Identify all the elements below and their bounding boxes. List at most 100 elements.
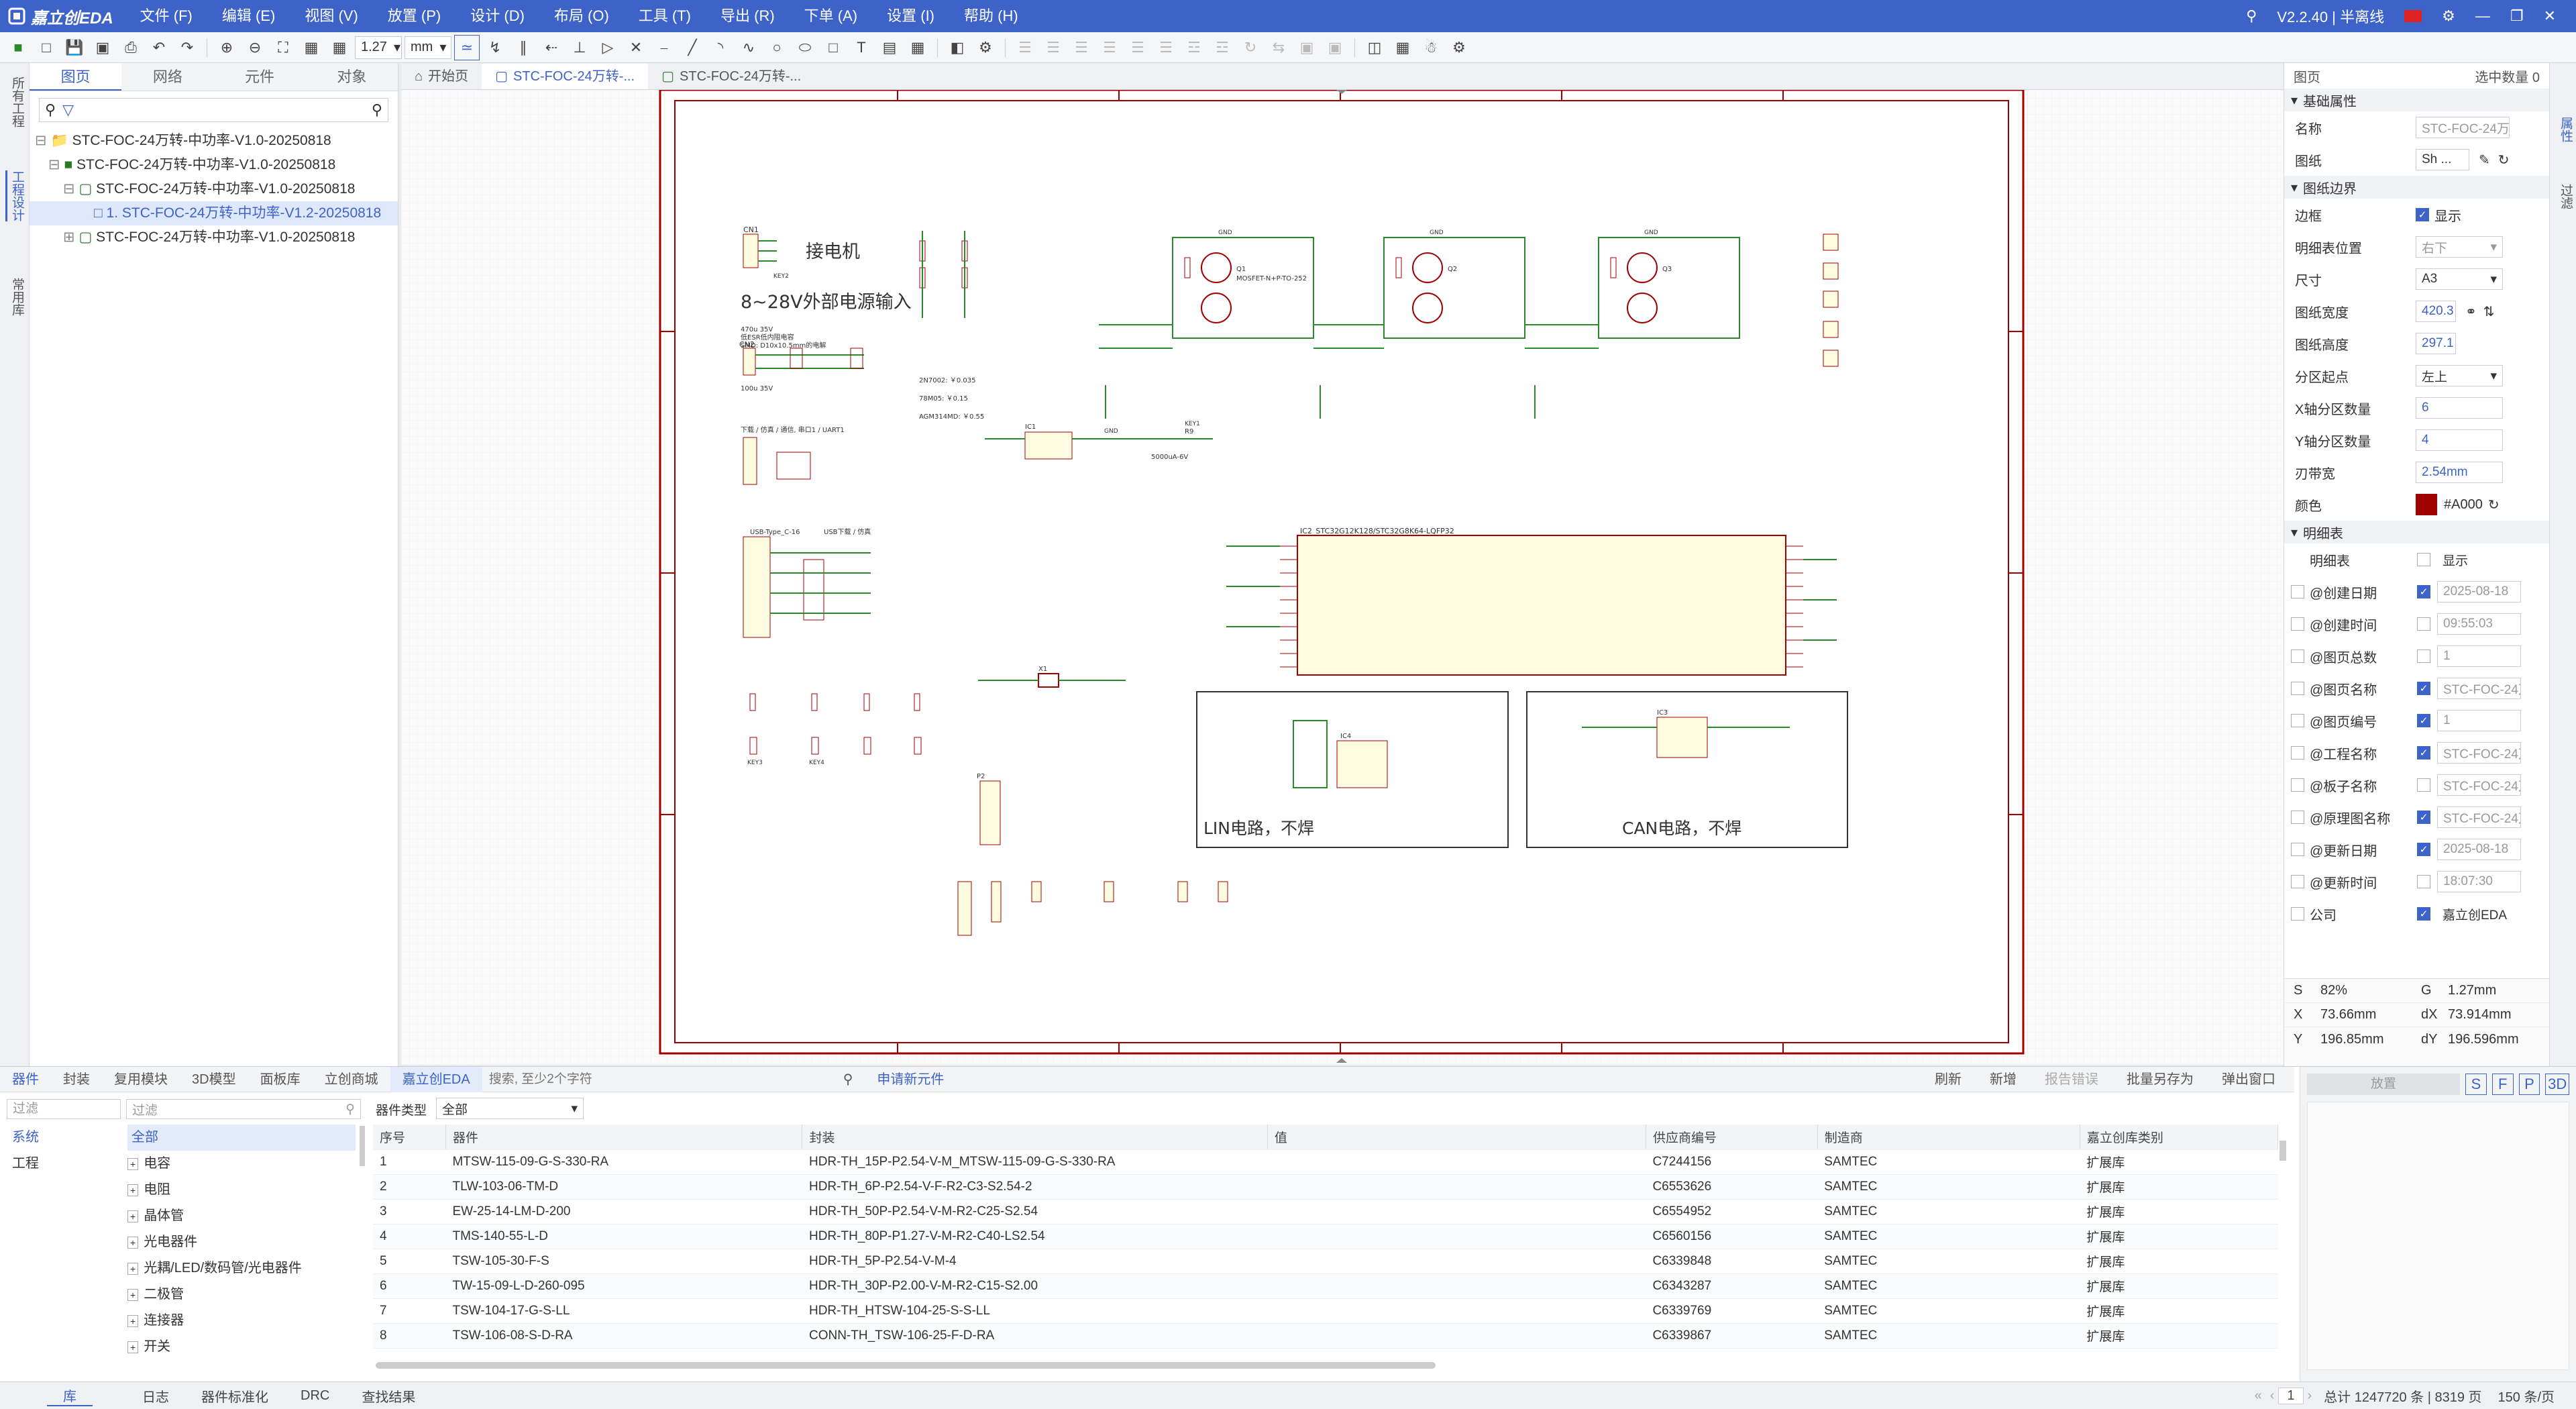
save-all-icon[interactable]: ▣ [95,38,110,56]
row-value[interactable]: STC-FOC-24万 [2437,806,2521,828]
cat-all[interactable]: 全部 [127,1125,356,1151]
expand-icon[interactable]: + [127,1263,139,1275]
row-value[interactable]: 18:07:30 [2437,871,2521,892]
menu-item-2[interactable]: 视图 (V) [305,7,358,24]
bom-icon[interactable]: ◧ [950,38,965,56]
status-tab-standardize[interactable]: 器件标准化 [201,1390,268,1405]
circle-icon[interactable]: ○ [772,38,782,56]
row-toggle-checkbox[interactable] [2291,875,2304,888]
tree-item-selected[interactable]: □ 1. STC-FOC-24万转-中功率-V1.2-20250818 [30,201,398,225]
border-checkbox[interactable]: ✓ [2416,208,2429,221]
expand-icon[interactable]: + [127,1210,139,1222]
menu-item-5[interactable]: 布局 (O) [553,7,609,24]
row-value[interactable]: STC-FOC-24万 [2437,678,2521,699]
category-scrollbar[interactable] [360,1126,365,1166]
zoom-area-icon[interactable]: ▦ [304,38,319,56]
pencil-icon[interactable]: ✎ [2479,152,2490,168]
search-icon[interactable]: ⚲ [843,1072,853,1087]
prop-name-input[interactable]: STC-FOC-24万 [2416,117,2510,138]
tab-schematic-2[interactable]: ▢STC-FOC-24万转-... [648,64,814,89]
table-pos-select[interactable]: 右下▾ [2416,236,2503,258]
section-table[interactable]: ▾明细表 [2284,521,2549,543]
column-header[interactable]: 制造商 [1817,1125,2080,1150]
place-button[interactable]: 放置 [2307,1074,2461,1095]
category-item[interactable]: +连接器 [127,1308,184,1335]
align-top-icon[interactable]: ☰ [1103,38,1116,56]
search-go-icon[interactable]: ⚲ [371,101,382,118]
expand-icon[interactable]: + [127,1158,139,1170]
batch-save-button[interactable]: 批量另存为 [2127,1072,2194,1087]
row-toggle-checkbox[interactable] [2291,907,2304,921]
apply-new-link[interactable]: 申请新元件 [877,1072,945,1087]
vtab-project-design[interactable]: 工程设计 [5,170,24,221]
vtab-all-projects[interactable]: 所有工程 [10,76,24,127]
rotate-icon[interactable]: ↻ [1244,38,1257,56]
category-item[interactable]: +晶体管 [127,1203,184,1230]
add-button[interactable]: 新增 [1990,1072,2017,1087]
preview-3d-button[interactable]: 3D [2545,1074,2570,1095]
arc-icon[interactable]: ◝ [717,38,724,56]
yzones-input[interactable]: 4 [2416,429,2503,451]
category-item[interactable]: +电容 [127,1151,170,1178]
distribute-v-icon[interactable]: ☲ [1216,38,1229,56]
table-icon[interactable]: ▦ [910,38,925,56]
row-value[interactable]: STC-FOC-24万 [2437,774,2521,796]
subcategory-filter[interactable]: 过滤⚲ [126,1099,361,1119]
menu-item-9[interactable]: 设置 (I) [887,7,935,24]
no-connect-icon[interactable]: ✕ [629,38,643,56]
prop-sheet-select[interactable]: Sh ... [2416,149,2469,170]
device-type-select[interactable]: 全部▾ [436,1098,584,1119]
cat-project[interactable]: 工程 [12,1156,39,1171]
row-toggle-checkbox[interactable] [2291,843,2304,856]
category-item[interactable]: +电阻 [127,1177,170,1204]
tab-panel-lib[interactable]: 面板库 [260,1072,301,1087]
status-tab-log[interactable]: 日志 [142,1390,169,1405]
align-center-icon[interactable]: ☰ [1046,38,1060,56]
row-visible-checkbox[interactable]: ✓ [2417,714,2430,727]
menu-item-3[interactable]: 放置 (P) [387,7,441,24]
table-hscrollbar[interactable] [376,1362,1436,1369]
tab-devices[interactable]: 器件 [12,1072,39,1087]
link-icon[interactable]: ⚭ [2465,304,2477,319]
row-value[interactable]: 2025-08-18 [2437,839,2521,860]
row-value[interactable]: 2025-08-18 [2437,581,2521,603]
gear-icon[interactable]: ⚙ [2442,7,2455,24]
column-header[interactable]: 序号 [373,1125,446,1150]
line-icon[interactable]: ╱ [688,38,697,56]
align-left-icon[interactable]: ☰ [1018,38,1032,56]
flag-icon[interactable] [2404,10,2422,22]
menu-item-1[interactable]: 编辑 (E) [221,7,276,24]
column-header[interactable]: 封装 [802,1125,1268,1150]
page-icon[interactable]: □ [42,38,51,56]
refresh-icon[interactable]: ↻ [2498,152,2510,168]
expand-icon[interactable]: + [127,1315,139,1327]
row-visible-checkbox[interactable]: ✓ [2417,682,2430,695]
row-toggle-checkbox[interactable] [2291,682,2304,695]
category-filter-input[interactable]: 过滤 [7,1099,121,1119]
menu-item-0[interactable]: 文件 (F) [140,7,193,24]
tree-item[interactable]: ⊟ 📁 STC-FOC-24万转-中功率-V1.0-20250818 [35,133,331,148]
row-toggle-checkbox[interactable] [2291,649,2304,663]
row-visible-checkbox[interactable] [2417,875,2430,888]
row-visible-checkbox[interactable] [2417,617,2430,631]
tab-reuse[interactable]: 复用模块 [114,1072,168,1087]
settings-icon[interactable]: ⚙ [979,38,992,56]
column-header[interactable]: 嘉立创库类别 [2080,1125,2278,1150]
column-header[interactable]: 供应商编号 [1646,1125,1818,1150]
row-visible-checkbox[interactable]: ✓ [2417,746,2430,760]
category-item[interactable]: +光耦/LED/数码管/光电器件 [127,1255,302,1282]
row-visible-checkbox[interactable] [2417,649,2430,663]
expand-icon[interactable]: + [127,1184,139,1196]
section-border[interactable]: ▾图纸边界 [2284,176,2549,199]
bring-front-icon[interactable]: ▣ [1299,38,1314,56]
tree-item[interactable]: ⊟ ▢ STC-FOC-24万转-中功率-V1.0-20250818 [63,181,356,197]
bus-icon[interactable]: ∥ [519,38,527,56]
grid-icon[interactable]: ▦ [332,38,347,56]
row-value[interactable]: 1 [2437,710,2521,731]
save-icon[interactable]: 💾 [65,38,84,56]
